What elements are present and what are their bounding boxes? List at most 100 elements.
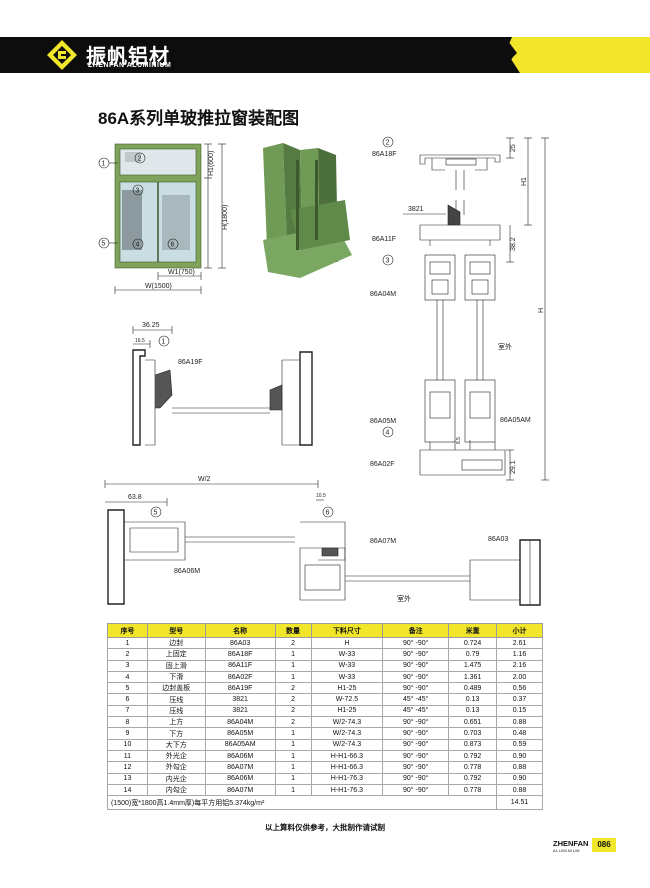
dim-38-2: 38.2 [510, 237, 517, 251]
label-86a06m: 86A06M [174, 568, 200, 575]
dim-8-5: 8.5 [456, 437, 462, 444]
cell-type: 边封盖板 [146, 682, 206, 695]
cell-type: 压线 [146, 693, 206, 706]
header-cut-size: 下料尺寸 [310, 623, 384, 638]
cell-seq: 12 [107, 761, 148, 774]
dim-29-1: 29.1 [510, 460, 517, 474]
table-header-row: 序号 型号 名称 数量 下料尺寸 备注 米重 小计 [107, 623, 543, 638]
dim-36-25: 36.25 [142, 322, 160, 329]
cell-cut-size: H1-25 [310, 704, 384, 718]
callout-2: 2 [138, 156, 142, 163]
label-86a19f: 86A19F [178, 359, 203, 366]
cell-seq: 5 [107, 682, 148, 695]
brand-logo-icon [47, 40, 77, 70]
cell-seq: 14 [107, 783, 148, 797]
cell-type: 固上滑 [146, 659, 206, 672]
label-86a18f: 86A18F [372, 151, 397, 158]
side-callout-1: 1 [162, 339, 166, 346]
page-number: 086 [592, 838, 616, 852]
callout-3: 3 [136, 188, 140, 195]
cell-name: 3821 [204, 704, 276, 718]
cell-subtotal: 2.00 [496, 670, 543, 684]
cell-meter-weight: 0.873 [448, 738, 498, 751]
cell-seq: 4 [107, 670, 148, 684]
label-outdoor-2: 室外 [397, 594, 411, 603]
cell-seq: 2 [107, 648, 148, 661]
cell-meter-weight: 0.13 [448, 704, 498, 718]
dim-w-label: W(1500) [145, 283, 172, 290]
cell-subtotal: 2.61 [496, 636, 543, 650]
label-86a11f: 86A11F [372, 236, 396, 243]
vs-callout-4: 4 [386, 430, 390, 437]
cell-remark: 90° -90° [382, 727, 450, 740]
cell-meter-weight: 0.13 [448, 693, 498, 706]
cell-remark: 90° -90° [382, 772, 450, 785]
dim-h1-elev: H1(600) [208, 151, 215, 176]
cell-cut-size: H-H1-66.3 [310, 749, 384, 763]
header-qty: 数量 [274, 623, 312, 638]
header-seq: 序号 [107, 623, 148, 638]
cell-remark: 90° -90° [382, 738, 450, 751]
window-elevation [114, 143, 202, 269]
label-3821: 3821 [408, 206, 424, 213]
cell-meter-weight: 1.361 [448, 670, 498, 684]
cell-remark: 90° -90° [382, 670, 450, 684]
cell-remark: 90° -90° [382, 659, 450, 672]
cell-qty: 2 [274, 682, 312, 695]
label-86a05m: 86A05M [370, 418, 396, 425]
plan-callout-6: 6 [326, 510, 330, 517]
side-section-left [132, 326, 313, 446]
cell-cut-size: H [310, 636, 384, 650]
cell-subtotal: 0.59 [496, 738, 543, 751]
cell-qty: 1 [274, 738, 312, 751]
cell-seq: 6 [107, 693, 148, 706]
cell-subtotal: 1.16 [496, 648, 543, 661]
header-meter-weight: 米重 [448, 623, 498, 638]
cell-name: 86A03 [204, 636, 276, 650]
cell-cut-size: H-H1-76.3 [310, 783, 384, 797]
cell-type: 下方 [146, 727, 206, 740]
cell-type: 下滑 [146, 670, 206, 684]
profile-3d-render [263, 143, 352, 278]
cell-qty: 1 [274, 727, 312, 740]
label-86a02f: 86A02F [370, 461, 395, 468]
cell-qty: 1 [274, 659, 312, 672]
footer-summary: (1500)宽*1800高1.4mm厚)每平方用铝5.374kg/m² [106, 795, 498, 811]
vs-callout-3: 3 [386, 258, 390, 265]
cell-cut-size: W-33 [310, 648, 384, 661]
callout-4: 4 [136, 242, 140, 249]
cell-qty: 1 [274, 783, 312, 797]
cell-seq: 10 [107, 738, 148, 751]
brand-name-en: ZHENFAN ALUMINIUM [88, 62, 172, 69]
callout-6: 6 [171, 242, 175, 249]
cell-seq: 9 [107, 727, 148, 740]
cell-qty: 1 [274, 772, 312, 785]
cell-cut-size: W-33 [310, 659, 384, 672]
cell-remark: 90° -90° [382, 716, 450, 729]
cell-remark: 90° -90° [382, 682, 450, 695]
cell-name: 86A18F [204, 648, 276, 661]
cell-qty: 2 [274, 693, 312, 706]
cell-remark: 90° -90° [382, 749, 450, 763]
cell-name: 86A19F [204, 682, 276, 695]
cell-seq: 7 [107, 704, 148, 718]
cell-cut-size: H-H1-76.3 [310, 772, 384, 785]
cell-type: 内勾企 [146, 783, 206, 797]
cell-seq: 1 [107, 636, 148, 650]
interlock-plan [104, 480, 541, 606]
cell-cut-size: W-33 [310, 670, 384, 684]
cell-name: 86A06M [204, 749, 276, 763]
cell-meter-weight: 1.475 [448, 659, 498, 672]
cell-type: 上方 [146, 716, 206, 729]
cell-meter-weight: 0.651 [448, 716, 498, 729]
cell-type: 上固定 [146, 648, 206, 661]
cell-qty: 2 [274, 636, 312, 650]
callout-5: 5 [102, 241, 106, 248]
